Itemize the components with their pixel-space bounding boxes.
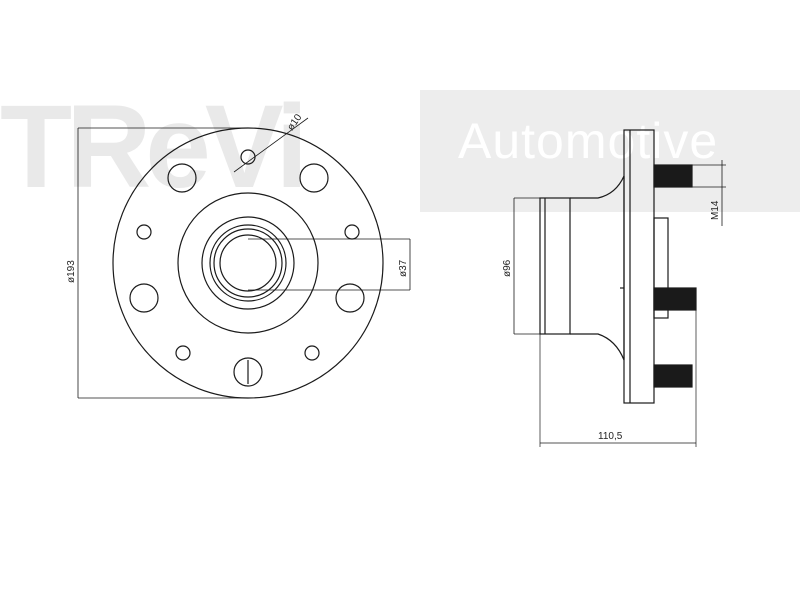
small-hole xyxy=(344,224,360,240)
small-hole xyxy=(175,345,191,361)
bolt-hole xyxy=(129,283,159,313)
bolt-hole xyxy=(167,163,197,193)
dim-hub-diameter: ø96 xyxy=(502,259,513,277)
hub-transition xyxy=(570,175,625,361)
wheel-stud xyxy=(653,164,693,188)
watermark-banner xyxy=(420,90,800,212)
hub-outer-ring xyxy=(177,192,319,334)
watermark-logo: TReVi xyxy=(0,81,308,213)
side-view xyxy=(513,129,726,447)
dim-bore-diameter: ø37 xyxy=(398,259,409,277)
dim-bolt-hole: ø10 xyxy=(285,112,304,133)
bolt-hole xyxy=(335,283,365,313)
wheel-stud xyxy=(653,364,693,388)
hub-body xyxy=(539,197,571,335)
dim-stud-thread: M14 xyxy=(710,200,721,220)
bolt-hole xyxy=(233,357,263,387)
flange-section xyxy=(623,129,655,404)
bearing-ring-mid xyxy=(213,228,283,298)
dim-flange-diameter: ø193 xyxy=(66,260,77,283)
bolt-hole xyxy=(299,163,329,193)
leader-line xyxy=(233,117,309,173)
bearing-ring-outer xyxy=(209,224,287,302)
small-hole xyxy=(304,345,320,361)
center-bore xyxy=(219,234,277,292)
hub-pilot xyxy=(653,217,669,319)
front-view xyxy=(77,117,411,399)
hub-ring xyxy=(201,216,295,310)
small-hole xyxy=(136,224,152,240)
watermark-tagline: Automotive xyxy=(458,113,719,169)
dim-overall-length: 110,5 xyxy=(598,431,623,442)
wheel-stud xyxy=(653,287,697,311)
